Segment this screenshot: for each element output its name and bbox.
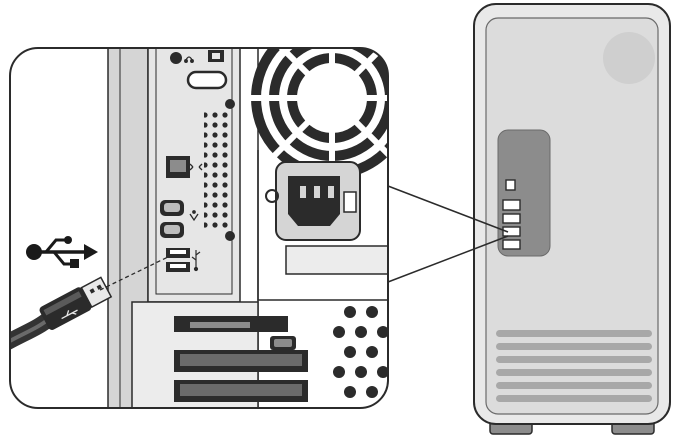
screw-bottom	[225, 231, 235, 241]
power-button	[603, 32, 655, 84]
network-icon	[189, 163, 203, 171]
headphone-icon	[184, 56, 194, 63]
usb-small-icon	[191, 250, 201, 272]
usb-plug-metal	[80, 276, 113, 309]
tower-port-usb-1	[502, 213, 521, 224]
tower-port-usb-3	[502, 239, 521, 250]
tower-port-small	[505, 179, 516, 191]
psu-lower-slot	[285, 245, 388, 275]
psu-frame	[257, 150, 388, 301]
io-slot	[186, 70, 228, 90]
tower-port-usb-2	[502, 226, 521, 237]
case-vent-holes	[333, 306, 388, 398]
pc-tower	[473, 3, 671, 435]
tower-port-firewire	[502, 199, 521, 211]
zoom-callout-lines	[387, 185, 509, 283]
zoom-frame-border	[9, 47, 389, 409]
connection-guide-line	[99, 255, 171, 291]
rear-panel-zoom	[9, 47, 389, 409]
power-socket-icon	[288, 176, 340, 226]
tower-port-recess	[497, 129, 551, 257]
socket-screw	[265, 189, 279, 203]
audio-jack	[170, 52, 182, 64]
tower-vent-slots	[496, 330, 652, 402]
firewire-icon	[189, 210, 199, 222]
usb-cable	[10, 276, 113, 360]
tower-body-inner	[485, 17, 659, 415]
usb-symbol-icon	[26, 236, 98, 268]
screw-top	[225, 99, 235, 109]
io-plate-vent	[204, 112, 230, 228]
